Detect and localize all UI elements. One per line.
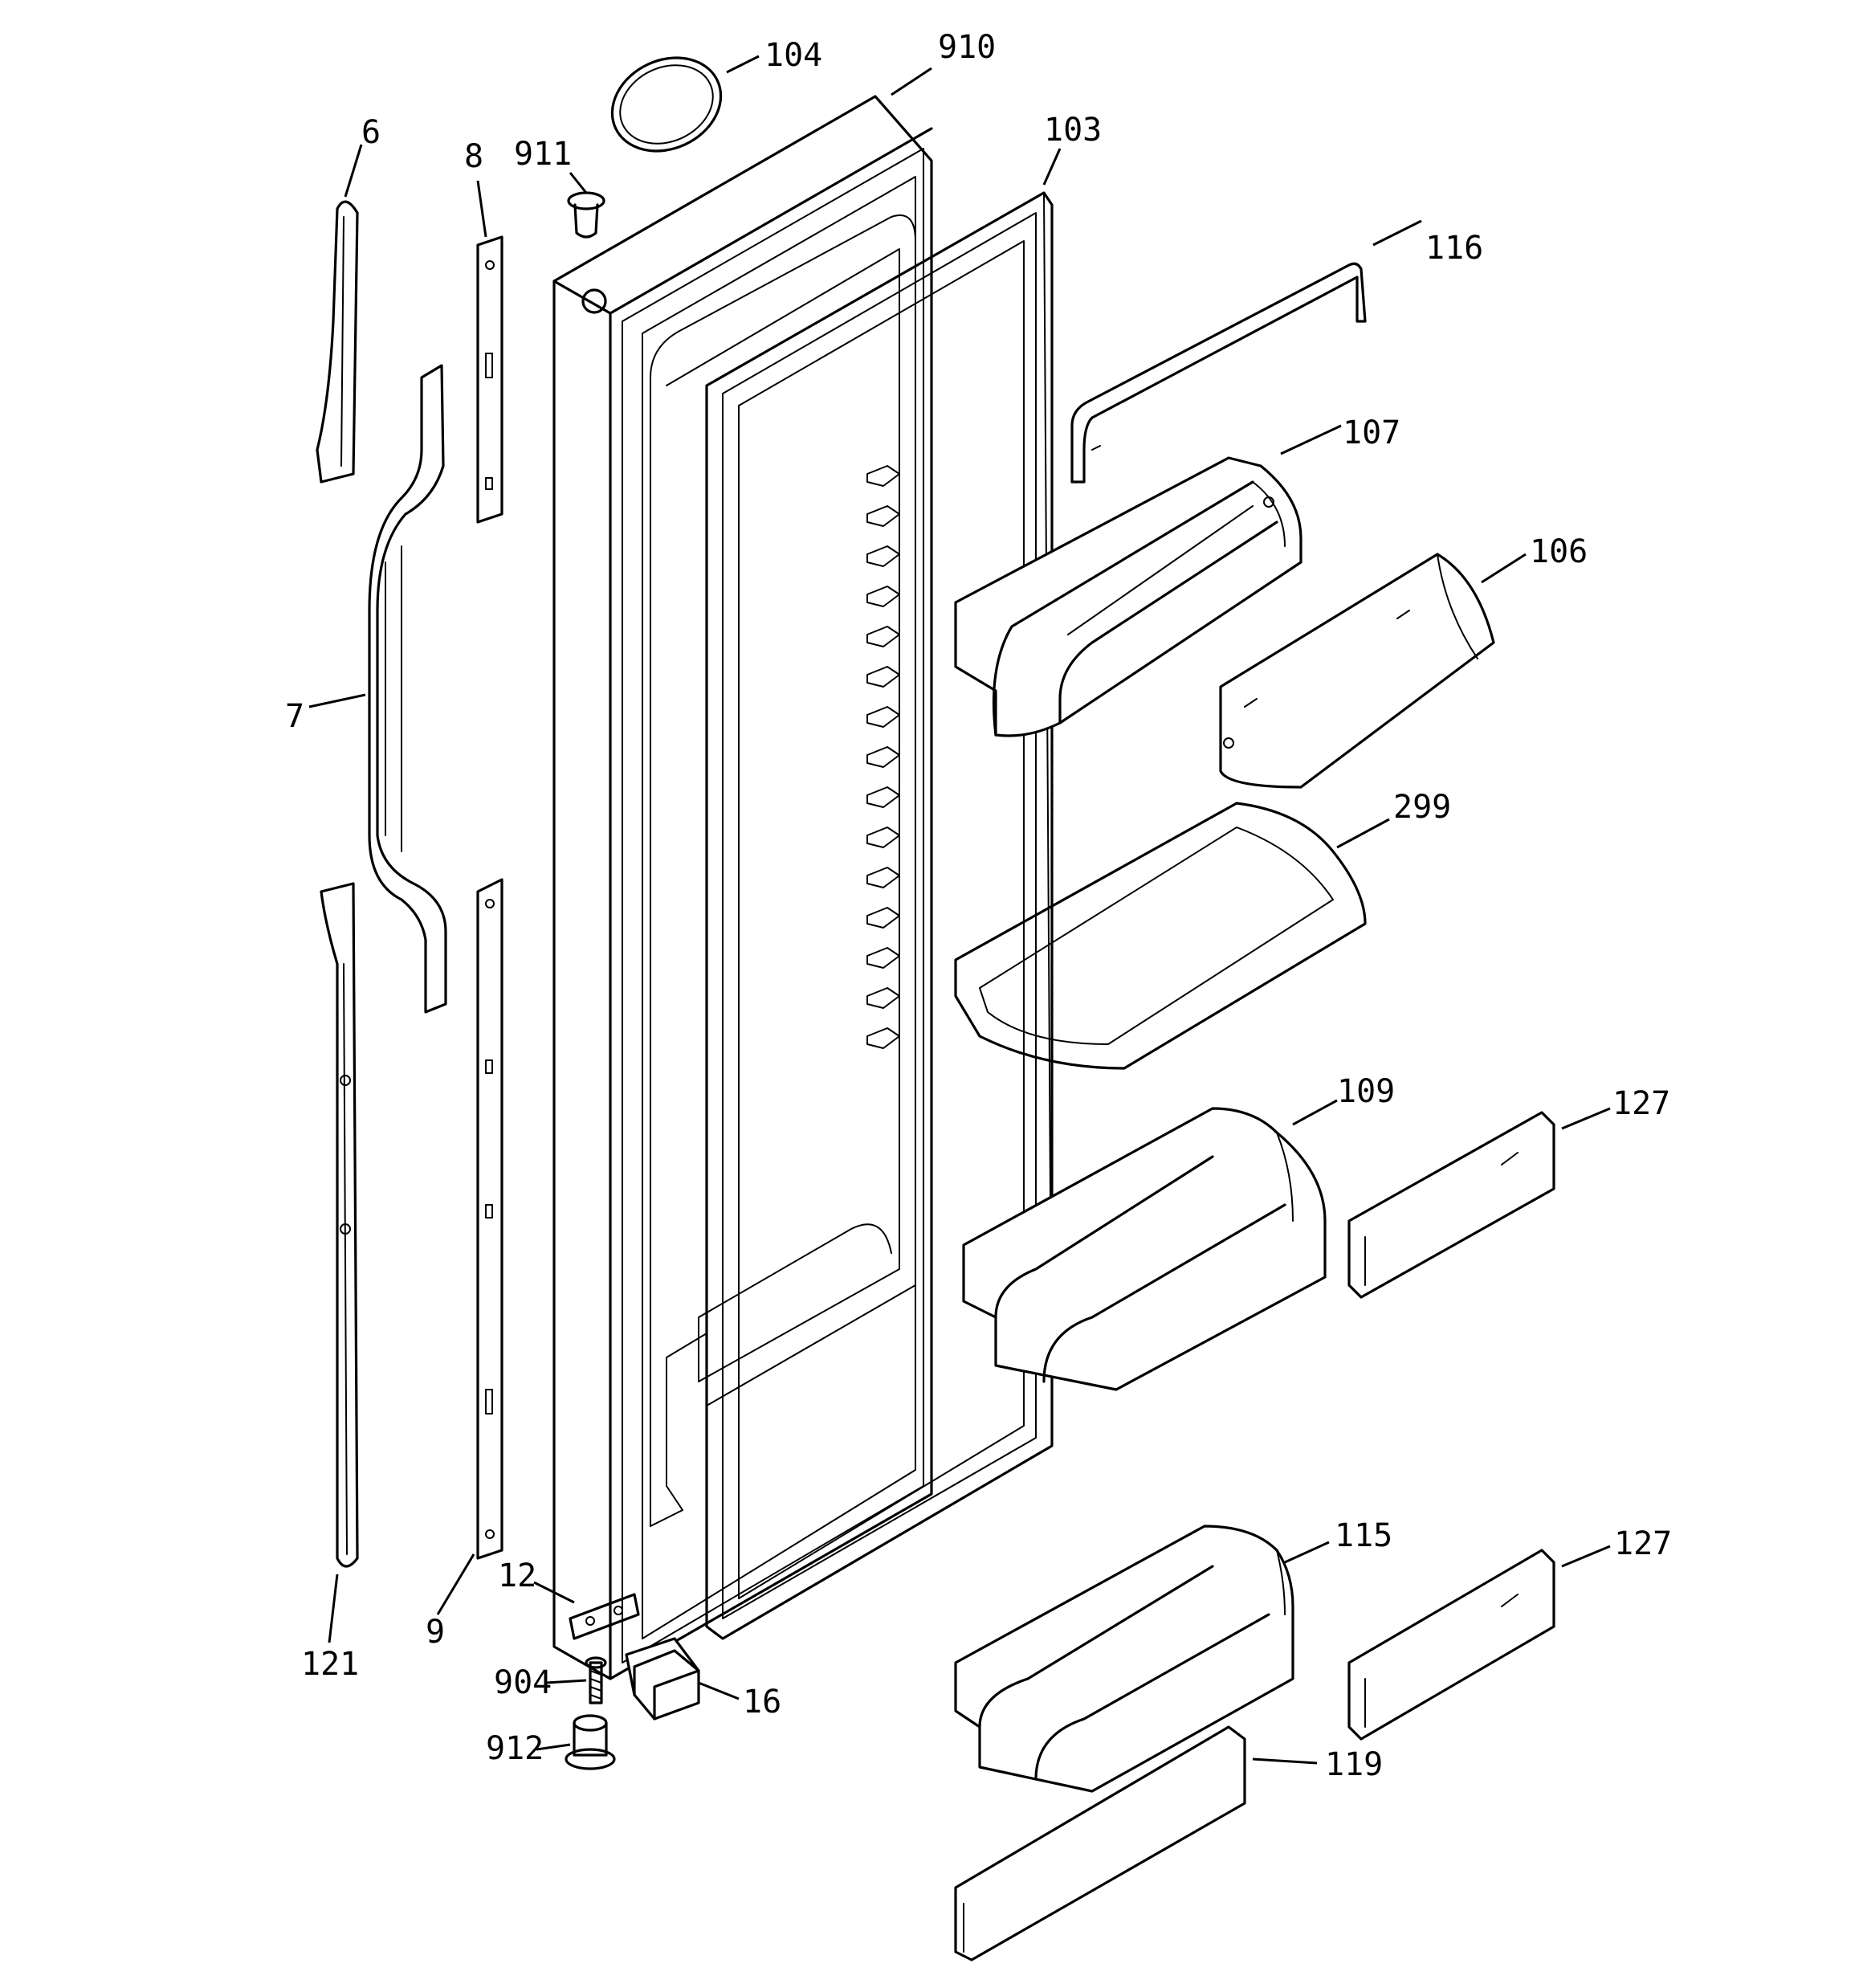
- callout-16: 16: [743, 1684, 781, 1721]
- callout-7: 7: [285, 698, 304, 735]
- callout-labels: 104 910 103 911 6 8 116 107 106 7 299 10…: [285, 29, 1672, 1783]
- top-hinge-bushing: [567, 191, 605, 239]
- door-bin-large: [962, 1107, 1327, 1391]
- lower-handle-trim: [320, 882, 359, 1568]
- bin-front-bottom: [954, 1725, 1246, 1961]
- dairy-door-rail: [1070, 262, 1367, 484]
- callout-121: 121: [301, 1646, 359, 1683]
- lower-mounting-strip: [476, 878, 503, 1560]
- callout-904: 904: [494, 1664, 552, 1701]
- callout-127-upper: 127: [1612, 1085, 1670, 1122]
- callout-109: 109: [1337, 1073, 1395, 1110]
- callout-910: 910: [938, 29, 996, 66]
- bin-front-upper: [1347, 1111, 1555, 1299]
- callout-119: 119: [1325, 1746, 1383, 1783]
- bin-front-lower: [1347, 1549, 1555, 1741]
- callout-103: 103: [1044, 112, 1102, 149]
- callout-12: 12: [498, 1557, 536, 1594]
- dairy-door: [1219, 553, 1495, 789]
- door-handle: [368, 364, 447, 1014]
- callout-106: 106: [1530, 533, 1588, 570]
- callout-8: 8: [464, 138, 483, 175]
- screw: [585, 1656, 607, 1704]
- callout-912: 912: [486, 1730, 544, 1767]
- door-closer-cam: [625, 1637, 700, 1721]
- upper-handle-trim: [316, 200, 359, 484]
- door-gasket: [705, 191, 1054, 1640]
- seal-ring-inner: [619, 64, 714, 145]
- seal-ring: [610, 56, 723, 153]
- callout-9: 9: [426, 1614, 445, 1651]
- callout-115: 115: [1335, 1517, 1392, 1554]
- dairy-bin: [954, 456, 1302, 737]
- callout-911: 911: [514, 136, 572, 173]
- door-outer-frame: [552, 95, 933, 1680]
- shelf-notches: [866, 465, 900, 1049]
- upper-mounting-strip: [476, 235, 503, 524]
- callout-6: 6: [361, 114, 381, 151]
- callout-116: 116: [1425, 230, 1483, 267]
- callout-104: 104: [764, 37, 822, 74]
- callout-127-lower: 127: [1614, 1525, 1672, 1562]
- door-shelf: [954, 802, 1367, 1070]
- leader-lines: [308, 55, 1611, 1765]
- callout-299: 299: [1393, 789, 1451, 826]
- door-bin-lower: [954, 1525, 1294, 1793]
- hinge-plate: [569, 1593, 640, 1640]
- bottom-hinge-bushing: [565, 1714, 616, 1770]
- callout-107: 107: [1343, 414, 1400, 451]
